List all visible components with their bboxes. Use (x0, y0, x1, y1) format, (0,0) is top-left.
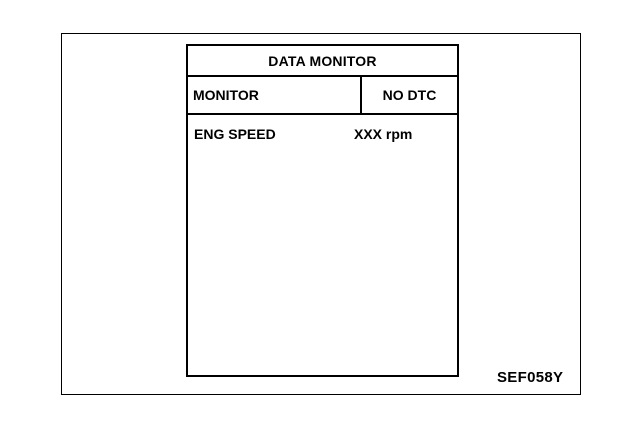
dtc-status-label: NO DTC (382, 87, 437, 103)
data-row-label: ENG SPEED (194, 126, 276, 142)
header-row: MONITOR NO DTC (188, 77, 457, 115)
screen-title: DATA MONITOR (188, 46, 457, 77)
data-row-value: XXX rpm (354, 126, 413, 142)
figure-reference-code: SEF058Y (497, 369, 564, 386)
data-row-eng-speed: ENG SPEED XXX rpm (188, 126, 457, 146)
data-monitor-screen: DATA MONITOR MONITOR NO DTC ENG SPEED XX… (186, 44, 459, 377)
monitor-header-label: MONITOR (188, 77, 362, 113)
figure-frame (61, 33, 581, 395)
